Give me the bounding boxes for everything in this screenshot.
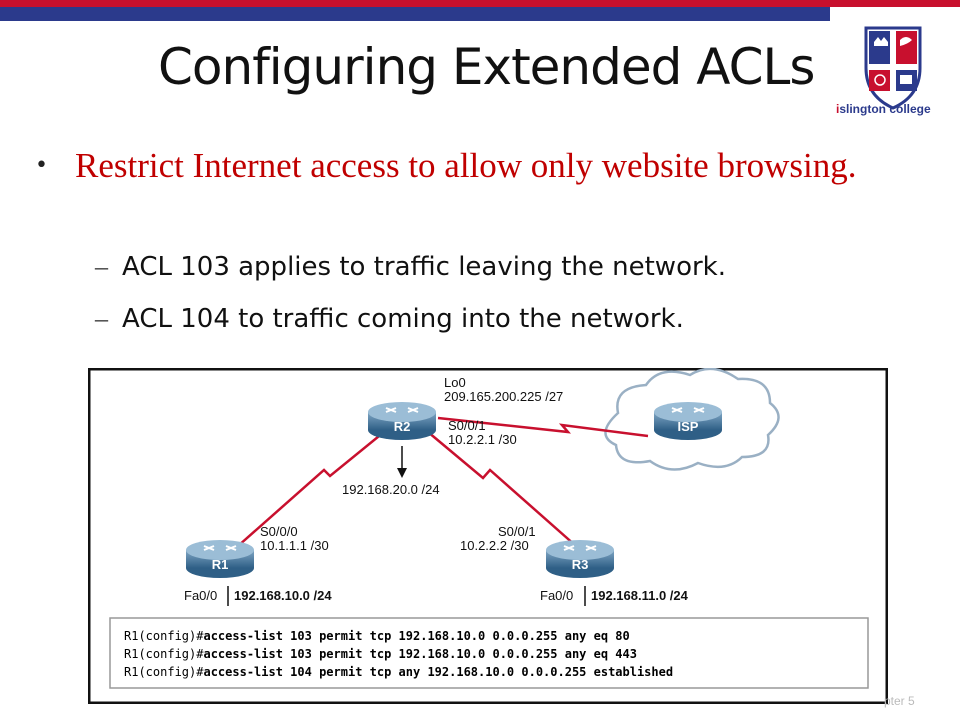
arrow-head [397, 468, 407, 478]
router-r1: R1 [186, 540, 254, 578]
r3-serial-ip: 10.2.2.2 /30 [460, 538, 529, 553]
network-topology-diagram: R2 ISP R1 R3 Lo0 209.165.200.225 /27 S0/… [88, 368, 888, 704]
router-r3-name: R3 [572, 557, 589, 572]
r1-lan-label: 192.168.10.0 /24 [234, 588, 332, 603]
cli-command-box [109, 617, 869, 689]
college-crest-logo [864, 26, 922, 110]
top-red-bar [0, 0, 960, 7]
router-r2-name: R2 [394, 419, 411, 434]
r3-lan-label: 192.168.11.0 /24 [591, 588, 689, 603]
r2-loopback-label: Lo0 [444, 375, 466, 390]
router-isp-name: ISP [678, 419, 699, 434]
r3-serial-label: S0/0/1 [498, 524, 536, 539]
r2-serial-label: S0/0/1 [448, 418, 486, 433]
dash-marker: – [95, 304, 108, 333]
cli-line: R1(config)#access-list 104 permit tcp an… [124, 665, 673, 679]
r2-serial-ip: 10.2.2.1 /30 [448, 432, 517, 447]
r1-serial-label: S0/0/0 [260, 524, 298, 539]
serial-link-r2-r1 [237, 431, 385, 547]
r1-fa-label: Fa0/0 [184, 588, 217, 603]
dash-marker: – [95, 252, 108, 281]
cli-line: R1(config)#access-list 103 permit tcp 19… [124, 629, 630, 643]
serial-link-r2-r3 [427, 431, 577, 547]
link-network-label: 192.168.20.0 /24 [342, 482, 440, 497]
r1-serial-ip: 10.1.1.1 /30 [260, 538, 329, 553]
sub-bullet-text: ACL 103 applies to traffic leaving the n… [122, 252, 726, 282]
serial-link-r2-isp [437, 416, 649, 438]
top-blue-bar [0, 7, 830, 21]
bullet-dot: • [35, 153, 48, 178]
sub-bullet-item: –ACL 104 to traffic coming into the netw… [95, 304, 684, 334]
r3-fa-label: Fa0/0 [540, 588, 573, 603]
router-r3: R3 [546, 540, 614, 578]
router-r1-name: R1 [212, 557, 229, 572]
cli-line: R1(config)#access-list 103 permit tcp 19… [124, 647, 637, 661]
r2-loopback-ip: 209.165.200.225 /27 [444, 389, 563, 404]
sub-bullet-text: ACL 104 to traffic coming into the netwo… [122, 304, 684, 334]
college-name-text: islington college [836, 102, 931, 116]
router-r2: R2 [368, 402, 436, 440]
bullet-text: Restrict Internet access to allow only w… [75, 146, 857, 185]
sub-bullet-item: –ACL 103 applies to traffic leaving the … [95, 252, 726, 282]
slide-footer: pter 5 [884, 694, 915, 708]
slide-title: Configuring Extended ACLs [158, 38, 815, 96]
router-isp: ISP [654, 402, 722, 440]
